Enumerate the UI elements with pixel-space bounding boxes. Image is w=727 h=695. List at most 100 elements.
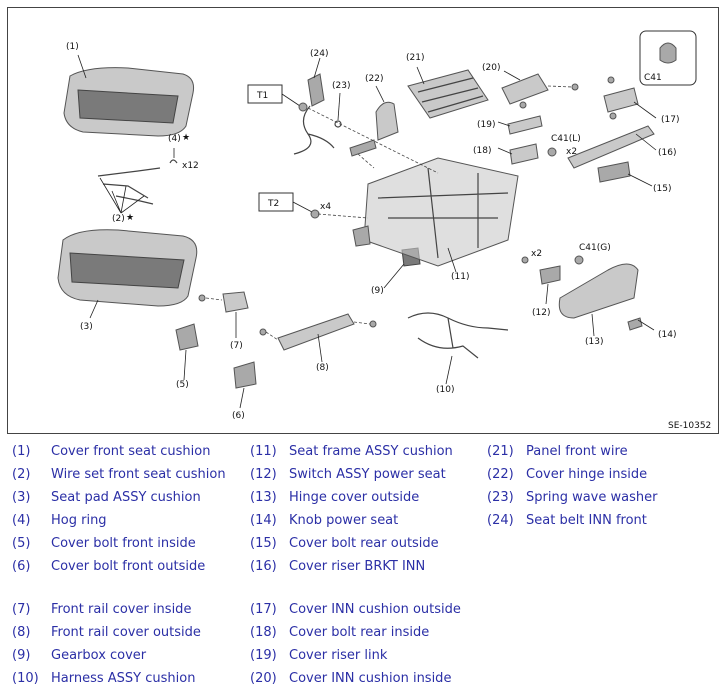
callout-18: (18) — [473, 146, 491, 156]
part-16-cover-riser-brkt-inn — [567, 112, 657, 169]
part-12-switch-assy-power-seat — [521, 256, 561, 305]
callout-17: (17) — [661, 115, 679, 125]
legend-part-name: Front rail cover inside — [51, 602, 192, 617]
figure-code: SE-10352 — [668, 421, 711, 431]
legend-number: (24) — [487, 513, 514, 528]
callout-22: (22) — [365, 74, 383, 84]
legend-part-name: Seat pad ASSY cushion — [51, 490, 201, 505]
part-18-cover-bolt-rear-inside — [497, 143, 557, 165]
legend-number: (7) — [12, 602, 31, 617]
legend-number: (4) — [12, 513, 31, 528]
legend-part-name: Cover riser link — [289, 648, 388, 663]
qty-x12: x12 — [182, 161, 199, 171]
star-4: ★ — [182, 133, 190, 143]
star-2: ★ — [126, 213, 134, 223]
legend-part-name: Cover bolt rear inside — [289, 625, 430, 640]
part-7-front-rail-cover-inside — [198, 291, 249, 338]
legend-part-name: Gearbox cover — [51, 648, 147, 663]
part-4-hog-ring — [169, 148, 178, 164]
exploded-parts-diagram: (1) (4) ★ x12 (2) ★ (3) (5) (6) (7) — [7, 7, 719, 434]
part-2-wire-set — [97, 167, 161, 214]
part-22-cover-hinge-inside — [349, 85, 399, 157]
legend-number: (6) — [12, 559, 31, 574]
legend-part-name: Cover INN cushion outside — [289, 602, 461, 617]
legend-number: (16) — [250, 559, 277, 574]
part-5-cover-bolt-front-inside — [175, 323, 199, 381]
torque-t1: T1 — [256, 91, 268, 101]
legend-part-name: Cover INN cushion inside — [289, 671, 452, 686]
qty-x4: x4 — [320, 202, 331, 212]
callout-24: (24) — [310, 49, 328, 59]
callout-20: (20) — [482, 63, 500, 73]
callout-11: (11) — [451, 272, 469, 282]
part-14-knob-power-seat — [627, 317, 655, 331]
part-23-spring-wave-washer — [334, 92, 342, 128]
callout-7: (7) — [230, 341, 243, 351]
callout-14: (14) — [658, 330, 676, 340]
legend-part-name: Seat belt INN front — [526, 513, 647, 528]
qty-x2-b: x2 — [531, 249, 542, 259]
part-11-seat-frame-assy — [352, 157, 519, 273]
part-6-cover-bolt-front-outside — [233, 361, 257, 409]
legend-part-name: Cover riser BRKT INN — [289, 559, 426, 574]
callout-10: (10) — [436, 385, 454, 395]
callout-6: (6) — [232, 411, 245, 421]
callout-12: (12) — [532, 308, 550, 318]
part-10-harness-assy-cushion — [407, 312, 509, 385]
torque-box-t1 — [247, 84, 308, 112]
part-24-seat-belt-inn-front — [293, 57, 335, 155]
legend-part-name: Spring wave washer — [526, 490, 658, 505]
legend-number: (2) — [12, 467, 31, 482]
legend-number: (18) — [250, 625, 277, 640]
legend-part-name: Hog ring — [51, 513, 107, 528]
qty-x2-a: x2 — [566, 147, 577, 157]
callout-15: (15) — [653, 184, 671, 194]
legend-number: (3) — [12, 490, 31, 505]
clip-c41-l: C41(L) — [551, 134, 581, 144]
legend-part-name: Wire set front seat cushion — [51, 467, 226, 482]
legend-number: (15) — [250, 536, 277, 551]
legend-part-name: Cover hinge inside — [526, 467, 648, 482]
part-8-front-rail-cover-outside — [259, 313, 377, 363]
legend-part-name: Harness ASSY cushion — [51, 671, 196, 686]
legend-number: (10) — [12, 671, 39, 686]
legend-part-name: Cover front seat cushion — [51, 444, 211, 459]
callout-2: (2) — [112, 214, 125, 224]
legend-part-name: Cover bolt front inside — [51, 536, 196, 551]
callout-13: (13) — [585, 337, 603, 347]
legend-part-name: Seat frame ASSY cushion — [289, 444, 453, 459]
legend-part-name: Switch ASSY power seat — [289, 467, 446, 482]
part-17-cover-inn-cushion-outside — [603, 76, 657, 119]
callout-19: (19) — [477, 120, 495, 130]
assembly-guide-lines — [307, 107, 439, 219]
legend-part-name: Cover bolt rear outside — [289, 536, 439, 551]
legend-number: (20) — [250, 671, 277, 686]
callout-9: (9) — [371, 286, 384, 296]
c41-inset — [639, 30, 697, 86]
callout-1: (1) — [66, 42, 79, 52]
torque-t2: T2 — [267, 199, 279, 209]
part-3-seat-pad — [57, 229, 198, 319]
callout-16: (16) — [658, 148, 676, 158]
callout-5: (5) — [176, 380, 189, 390]
legend-number: (12) — [250, 467, 277, 482]
legend-part-name: Front rail cover outside — [51, 625, 201, 640]
part-21-panel-front-wire — [407, 66, 489, 119]
callout-4: (4) — [168, 134, 181, 144]
legend-number: (13) — [250, 490, 277, 505]
clip-c41-g: C41(G) — [579, 243, 611, 253]
legend-number: (9) — [12, 648, 31, 663]
legend-part-name: Panel front wire — [526, 444, 628, 459]
callout-21: (21) — [406, 53, 424, 63]
torque-box-t2 — [258, 192, 320, 219]
legend-number: (19) — [250, 648, 277, 663]
clip-c41-inset: C41 — [644, 73, 662, 83]
legend-part-name: Cover bolt front outside — [51, 559, 206, 574]
callout-8: (8) — [316, 363, 329, 373]
part-1-cover-front-seat-cushion — [63, 54, 194, 137]
legend-number: (8) — [12, 625, 31, 640]
diagram-drawing: (1) (4) ★ x12 (2) ★ (3) (5) (6) (7) — [57, 30, 711, 431]
legend-number: (1) — [12, 444, 31, 459]
callout-23: (23) — [332, 81, 350, 91]
legend-number: (11) — [250, 444, 277, 459]
